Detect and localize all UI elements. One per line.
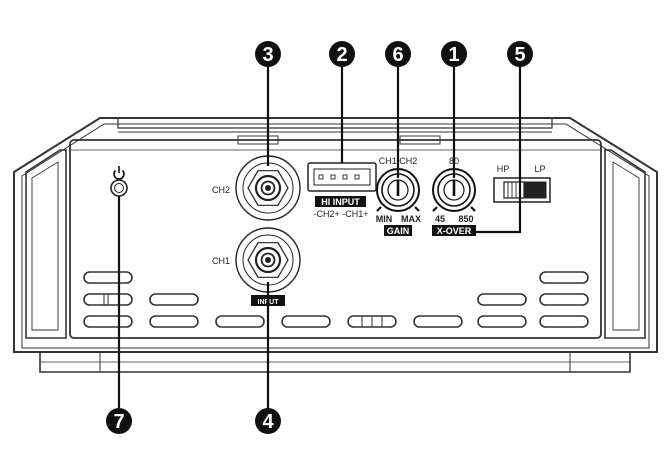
- callout-7: 7: [106, 408, 132, 434]
- svg-text:2: 2: [336, 44, 347, 66]
- vent-slot: [539, 293, 589, 306]
- svg-text:4: 4: [262, 411, 274, 433]
- svg-text:1: 1: [448, 44, 459, 66]
- xover-min-label: 45: [435, 214, 445, 224]
- callout-4: 4: [255, 408, 281, 434]
- vent-slot: [477, 315, 527, 328]
- hi-input-label: HI INPUT: [321, 197, 360, 207]
- power-led: [110, 166, 128, 197]
- vent-slot: [149, 293, 199, 306]
- vent-slots: [83, 271, 589, 328]
- vent-slot: [539, 315, 589, 328]
- vent-slot: [539, 271, 589, 284]
- svg-text:6: 6: [392, 44, 403, 66]
- vent-slot: [149, 315, 199, 328]
- hi-input-pin-label: -CH2+ -CH1+: [313, 209, 368, 219]
- rca-ch2-jack: [235, 155, 301, 221]
- callout-3: 3: [255, 41, 281, 67]
- callout-6: 6: [385, 41, 411, 67]
- chassis: [13, 117, 658, 373]
- leader-lines: [117, 66, 522, 408]
- vent-slot: [215, 315, 265, 328]
- hp-label: HP: [497, 164, 510, 174]
- vent-slot: [413, 315, 463, 328]
- ch1-label: CH1: [212, 256, 230, 266]
- gain-max-label: MAX: [401, 214, 421, 224]
- hi-input-connector: [307, 162, 377, 192]
- hp-lp-switch: [493, 177, 551, 203]
- callout-2: 2: [329, 41, 355, 67]
- lp-label: LP: [534, 164, 545, 174]
- svg-text:5: 5: [514, 44, 525, 66]
- gain-label: GAIN: [387, 226, 410, 236]
- ch2-label: CH2: [212, 185, 230, 195]
- power-icon: [113, 166, 125, 180]
- callout-5: 5: [507, 41, 533, 67]
- gain-min-label: MIN: [376, 214, 393, 224]
- xover-tag: X-OVER: [432, 225, 476, 236]
- gain-tag: GAIN: [384, 225, 412, 236]
- svg-text:7: 7: [113, 411, 124, 433]
- callout-1: 1: [441, 41, 467, 67]
- vent-slot: [281, 315, 331, 328]
- vent-slot: [83, 315, 133, 328]
- xover-max-label: 850: [458, 214, 473, 224]
- vent-slot: [477, 293, 527, 306]
- xover-label: X-OVER: [437, 226, 472, 236]
- hi-input-tag: HI INPUT: [315, 196, 366, 207]
- svg-text:3: 3: [262, 44, 273, 66]
- vent-slot: [83, 271, 133, 284]
